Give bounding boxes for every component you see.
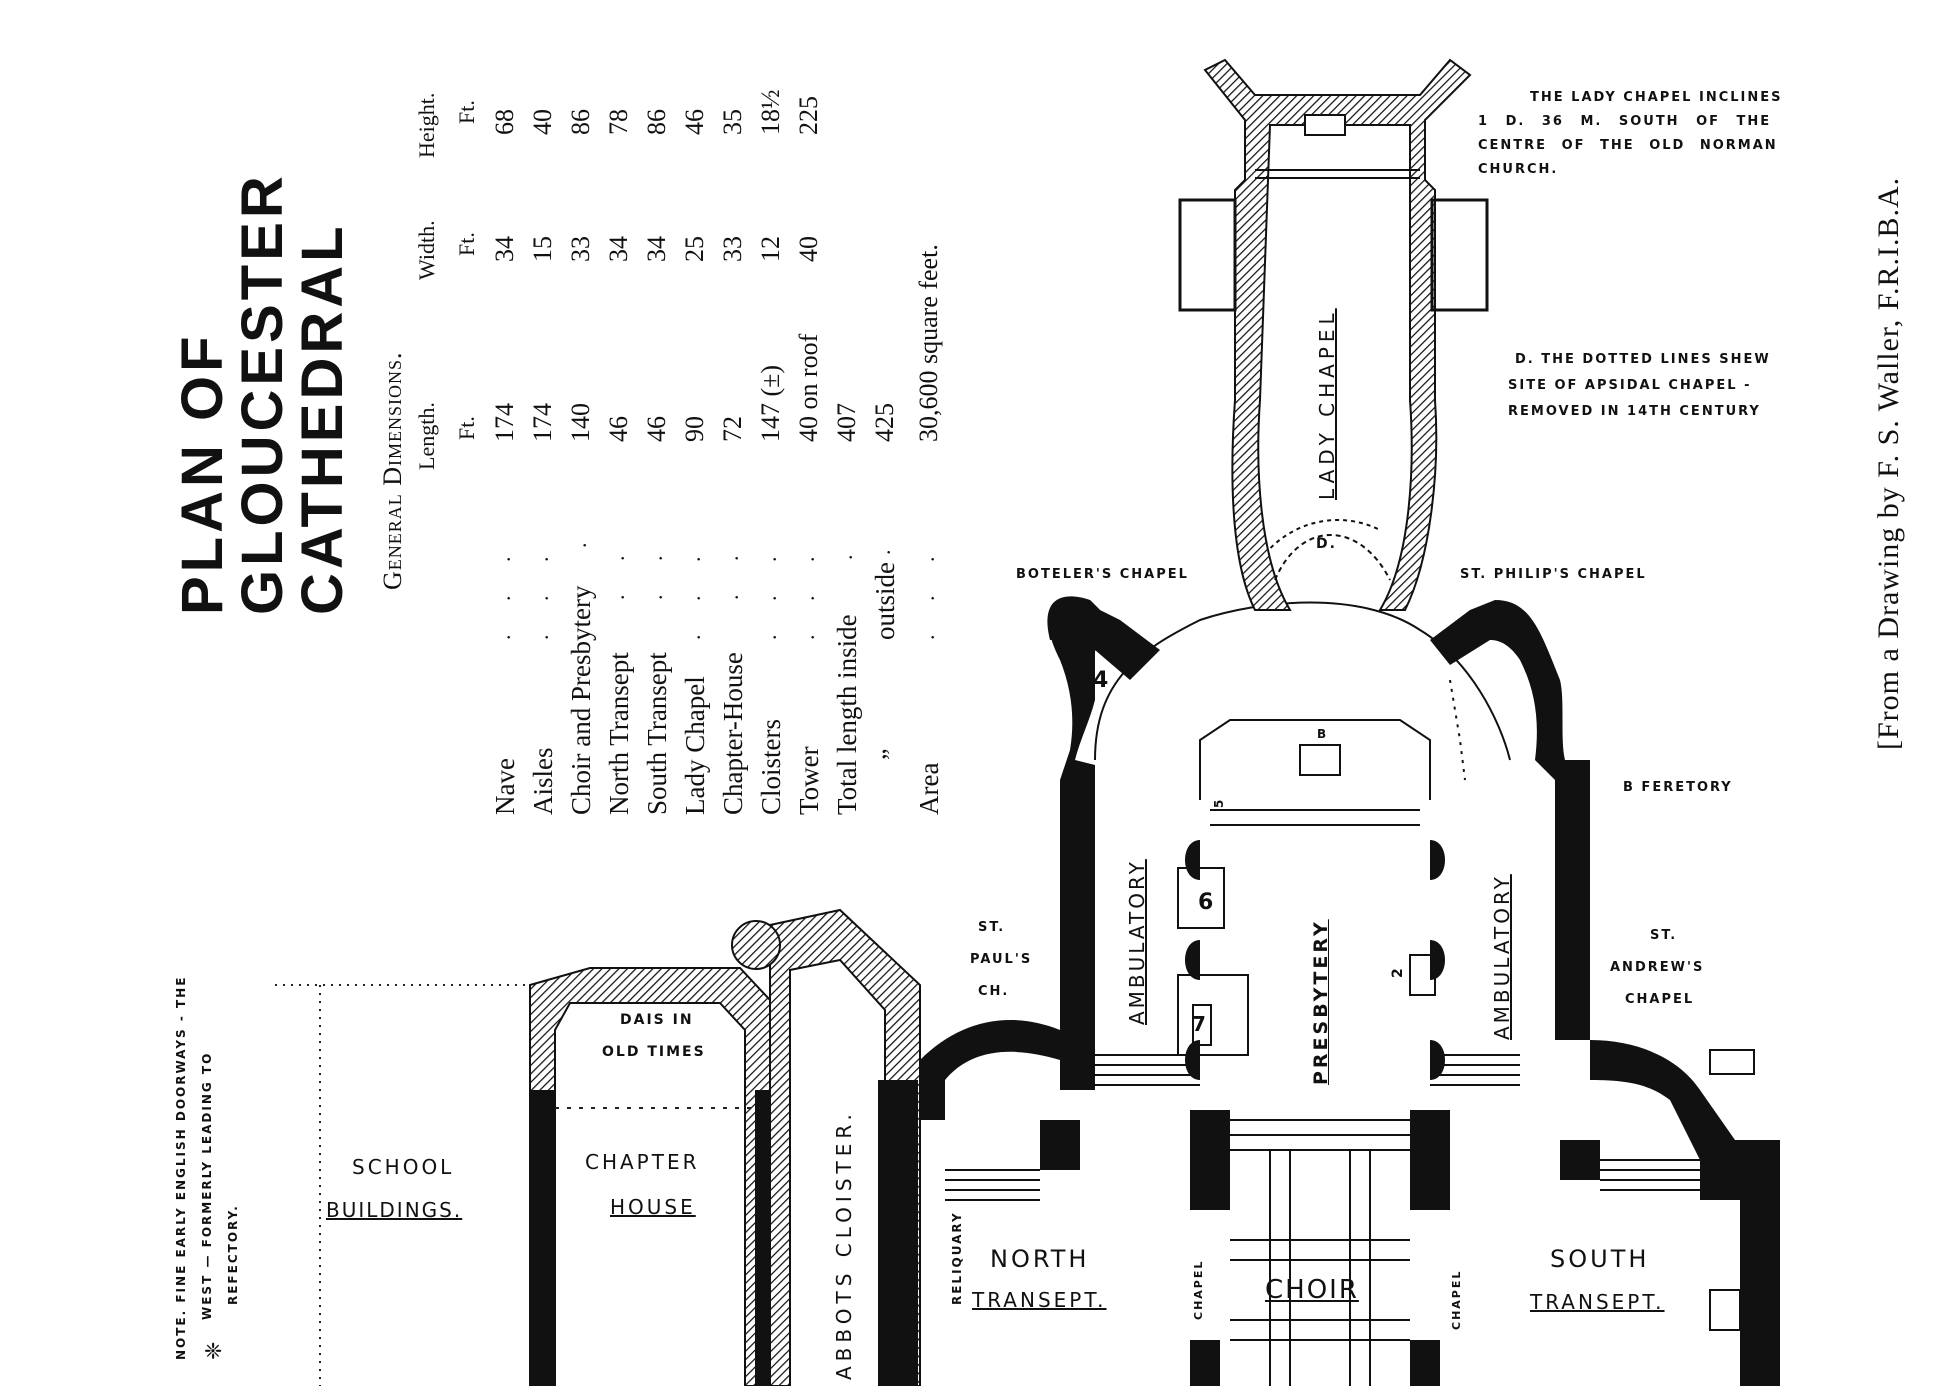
chapel-north-label: CHAPEL	[1192, 1259, 1205, 1320]
main-walls	[920, 596, 1780, 1386]
b-mark-label: B	[1317, 727, 1329, 741]
b-feretory-label: B FERETORY	[1623, 780, 1733, 795]
st-philips-chapel-label: ST. PHILIP'S CHAPEL	[1460, 567, 1647, 582]
presbytery-label: PRESBYTERY	[1310, 919, 1332, 1085]
abbots-cloister-walls	[731, 908, 921, 1386]
chapter-house-walls	[529, 967, 773, 1386]
lady-chapel-walls	[1178, 58, 1489, 611]
st-andrews-label-1: ST.	[1650, 928, 1678, 943]
num-4-label: 4	[1093, 668, 1111, 693]
chapel-south-label: CHAPEL	[1450, 1269, 1463, 1330]
ambulatory-north-label: AMBULATORY	[1125, 859, 1149, 1025]
dotted-note-3: REMOVED IN 14TH CENTURY	[1508, 404, 1761, 419]
north-transept-label-1: NORTH	[990, 1245, 1090, 1273]
d-mark-label: D.	[1316, 536, 1337, 552]
south-transept-label-2: TRANSEPT.	[1530, 1290, 1665, 1314]
school-buildings-outline	[275, 984, 530, 1386]
chapter-house-label-1: CHAPTER	[585, 1150, 700, 1174]
st-andrews-label-3: CHAPEL	[1625, 992, 1695, 1007]
st-pauls-label-2: PAUL'S	[970, 952, 1033, 967]
ambulatory-south-label: AMBULATORY	[1490, 874, 1514, 1040]
lady-chapel-note-1: THE LADY CHAPEL INCLINES	[1530, 90, 1783, 105]
north-transept-label-2: TRANSEPT.	[972, 1288, 1107, 1312]
botelers-chapel-label: BOTELER'S CHAPEL	[1016, 567, 1189, 582]
dotted-note-1: D. THE DOTTED LINES SHEW	[1515, 352, 1771, 367]
dais-label-1: DAIS IN	[620, 1012, 694, 1028]
lady-chapel-note-2: 1 D. 36 M. SOUTH OF THE	[1478, 114, 1772, 129]
lady-chapel-label: LADY CHAPEL	[1315, 308, 1339, 500]
lady-chapel-note-4: CHURCH.	[1478, 162, 1559, 177]
chapter-house-label-2: HOUSE	[610, 1195, 696, 1219]
choir-label: CHOIR	[1265, 1275, 1359, 1305]
num-5-label: 5	[1212, 797, 1226, 808]
dais-label-2: OLD TIMES	[602, 1044, 706, 1060]
num-6-label: 6	[1198, 890, 1216, 915]
south-transept-label-1: SOUTH	[1550, 1245, 1650, 1273]
dotted-note-2: SITE OF APSIDAL CHAPEL -	[1508, 378, 1752, 393]
st-andrews-label-2: ANDREW'S	[1610, 960, 1705, 975]
school-buildings-label-1: SCHOOL	[352, 1155, 455, 1179]
st-pauls-label-3: CH.	[978, 984, 1010, 999]
num-2-label: 2	[1390, 966, 1406, 978]
school-buildings-label-2: BUILDINGS.	[326, 1198, 463, 1222]
abbots-cloister-label: ABBOTS CLOISTER.	[832, 1109, 856, 1380]
num-7-label: 7	[1192, 1012, 1208, 1036]
apse-outline	[945, 519, 1755, 1386]
st-pauls-label-1: ST.	[978, 920, 1006, 935]
lady-chapel-note-3: CENTRE OF THE OLD NORMAN	[1478, 138, 1778, 153]
reliquary-label: RELIQUARY	[950, 1211, 964, 1305]
